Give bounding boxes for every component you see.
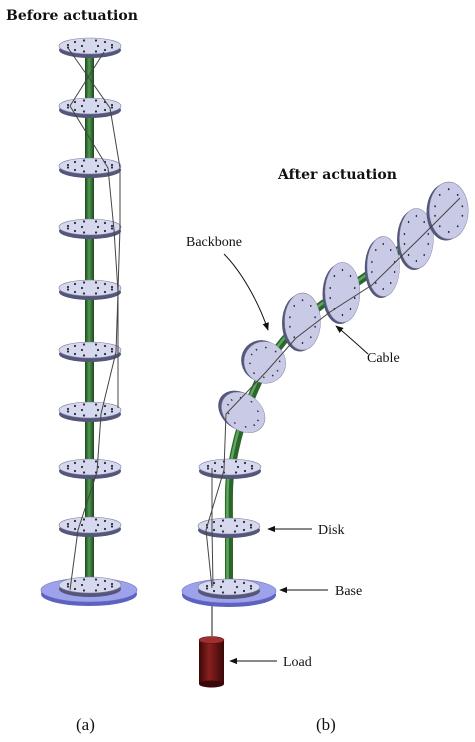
callout-load: Load — [230, 655, 312, 670]
callout-backbone: Backbone — [186, 235, 268, 330]
label-backbone: Backbone — [186, 235, 242, 250]
title-before: Before actuation — [6, 8, 138, 24]
caption-a: (a) — [76, 715, 95, 734]
label-load: Load — [283, 655, 312, 670]
label-cable: Cable — [367, 351, 400, 366]
callout-disk: Disk — [268, 523, 344, 538]
load-weight — [199, 637, 224, 688]
callout-cable: Cable — [336, 326, 400, 366]
label-base: Base — [335, 584, 362, 599]
robot-before: Before actuation — [6, 8, 138, 606]
callout-base: Base — [280, 584, 362, 599]
title-after: After actuation — [277, 167, 397, 183]
label-disk: Disk — [318, 523, 344, 538]
robot-after: After actuation — [182, 167, 468, 688]
caption-b: (b) — [316, 715, 336, 734]
backbone-rod-a — [85, 45, 94, 590]
